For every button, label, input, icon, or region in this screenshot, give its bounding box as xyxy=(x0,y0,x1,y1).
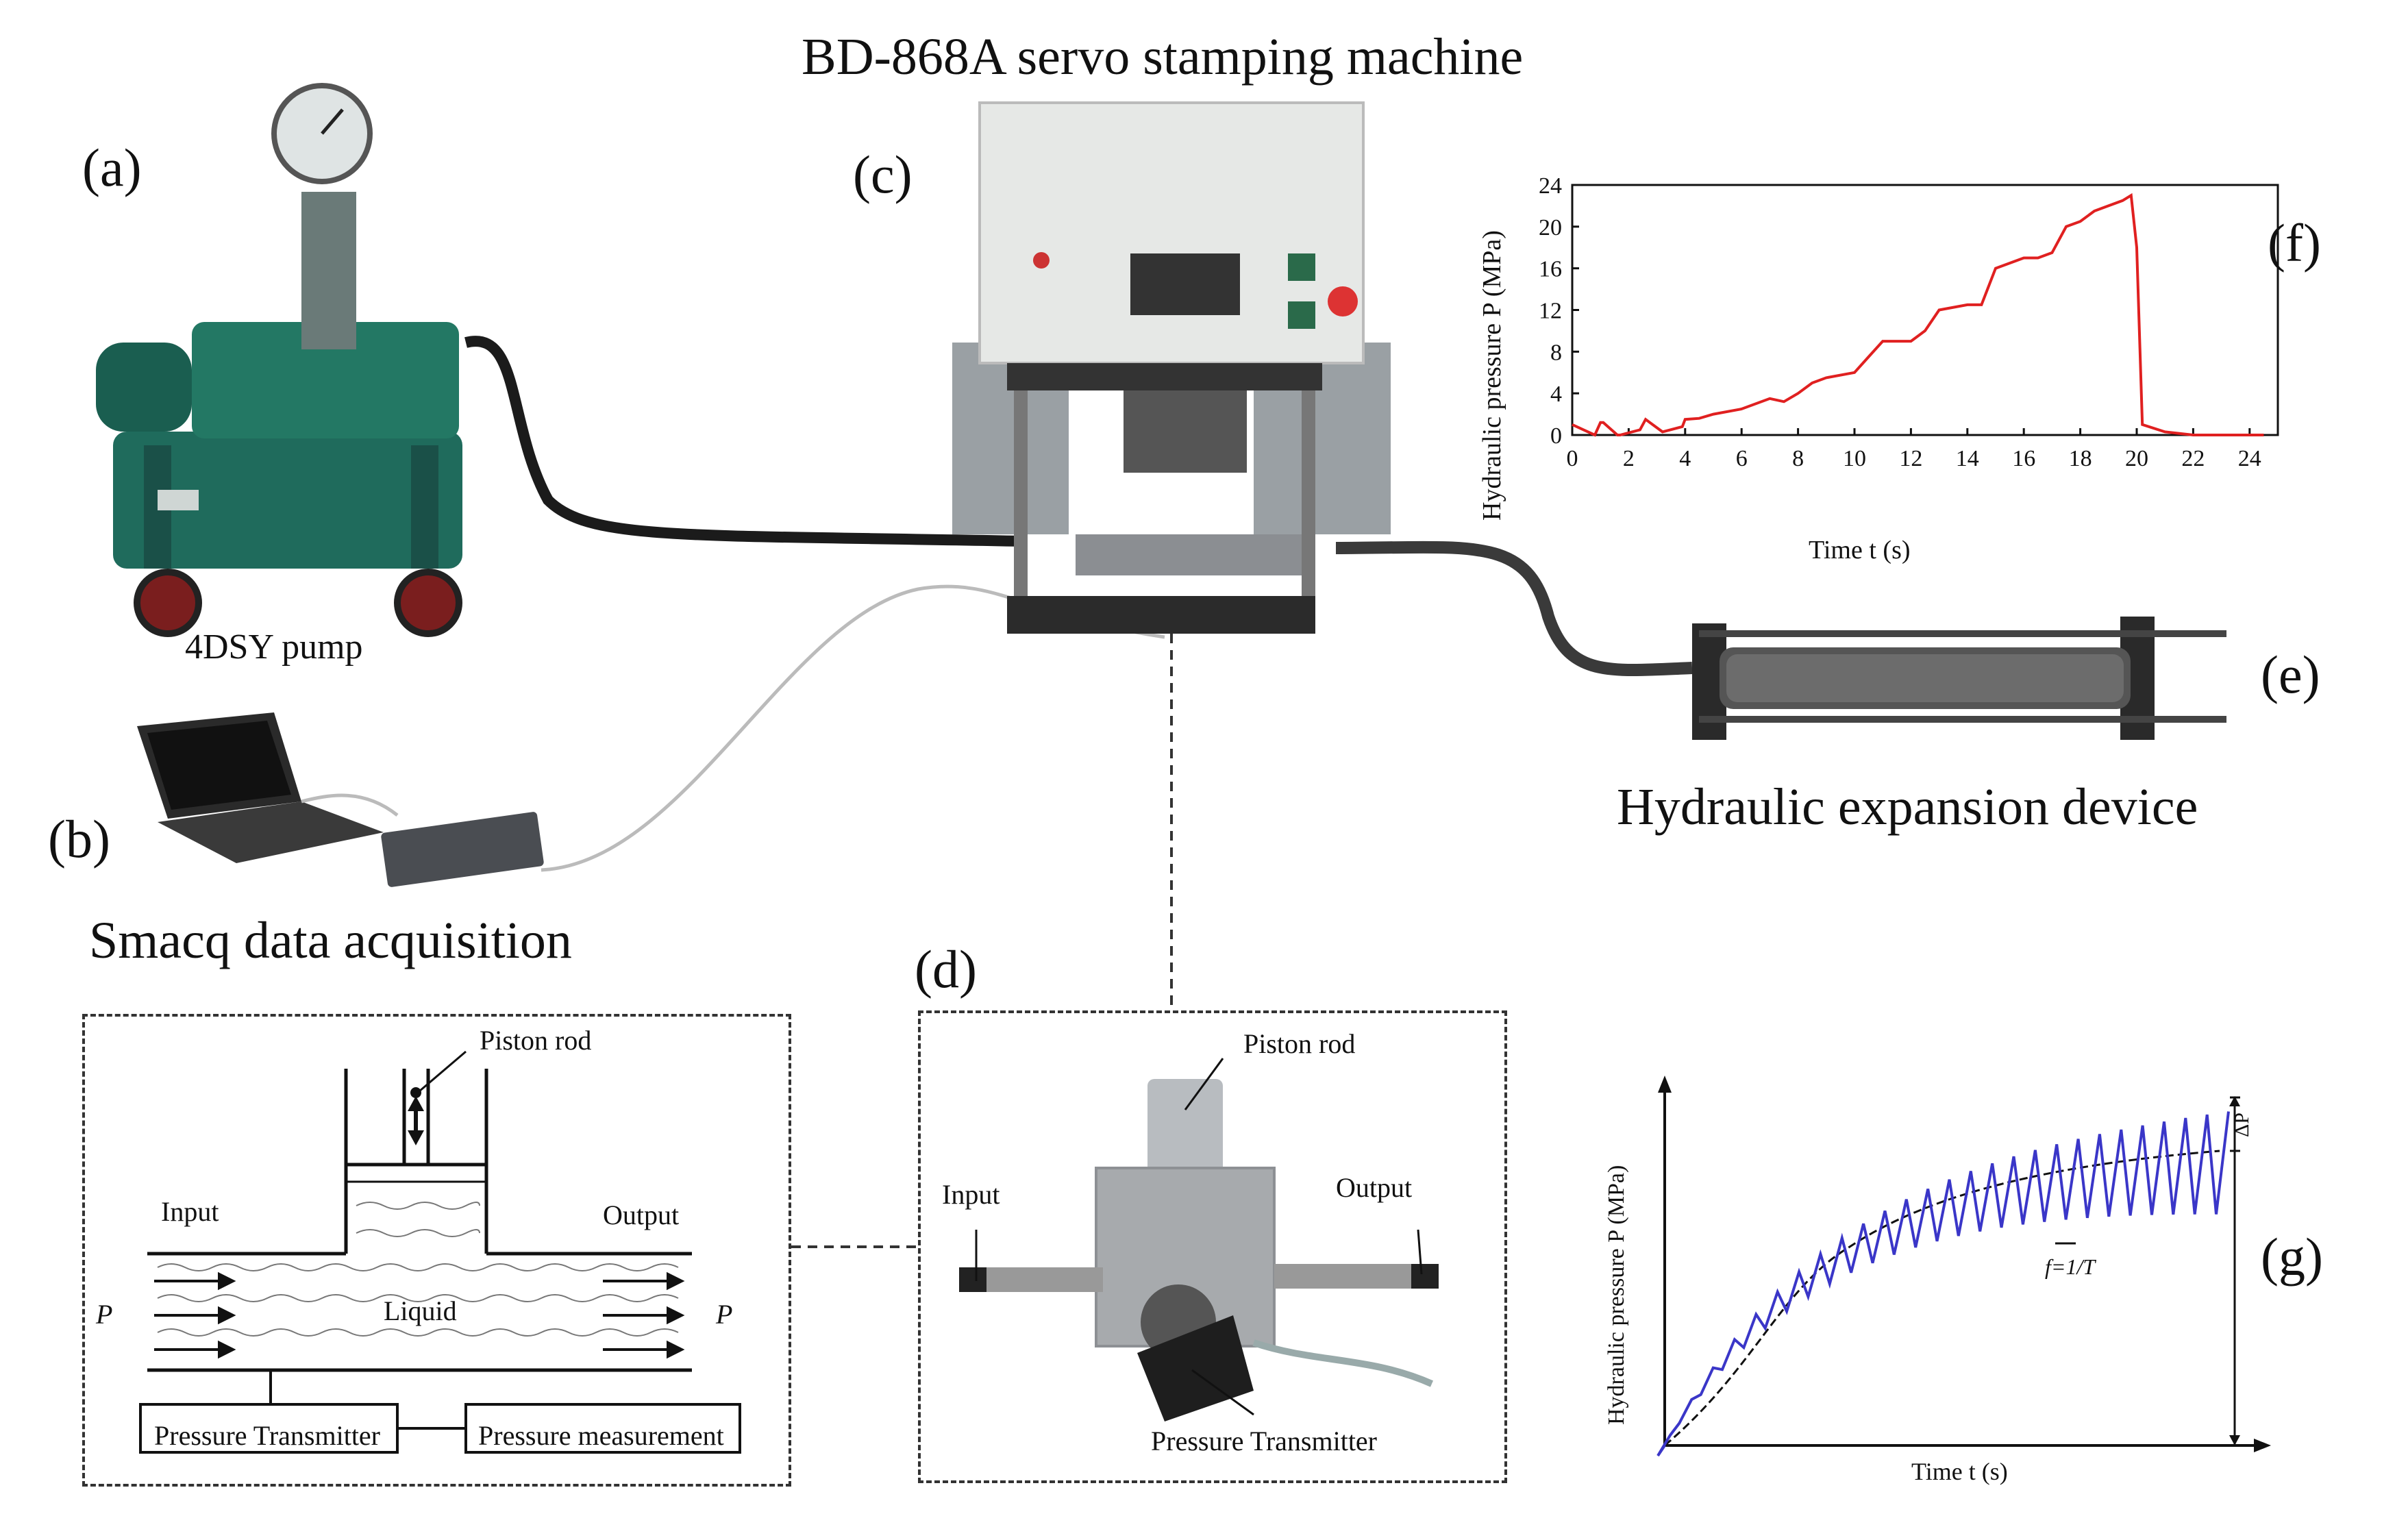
photo-input-label: Input xyxy=(942,1179,1000,1210)
pump-illustration xyxy=(96,83,462,637)
f-x-tick-label: 10 xyxy=(1843,446,1866,471)
schematic-piston-rod-label: Piston rod xyxy=(480,1025,592,1056)
f-x-tick-label: 0 xyxy=(1567,446,1578,471)
f-x-tick-label: 14 xyxy=(1956,446,1979,471)
f-x-tick-label: 2 xyxy=(1623,446,1635,471)
f-y-tick-label: 16 xyxy=(1539,257,1562,282)
f-y-tick-label: 12 xyxy=(1539,299,1562,324)
f-y-tick-label: 20 xyxy=(1539,215,1562,240)
schematic-pressure-measurement-label: Pressure measurement xyxy=(478,1420,724,1451)
g-frequency-label: f=1/T xyxy=(2045,1254,2096,1279)
photo-pressure-transmitter-label: Pressure Transmitter xyxy=(1151,1426,1377,1456)
f-x-tick-label: 22 xyxy=(2181,446,2205,471)
schematic-box xyxy=(82,1014,791,1487)
expansion-device-caption: Hydraulic expansion device xyxy=(1617,778,2198,836)
schematic-p-right-label: P xyxy=(716,1299,733,1330)
g-delta-p-label: ΔP xyxy=(2231,1113,2253,1137)
g-xlabel: Time t (s) xyxy=(1911,1458,2008,1485)
f-x-tick-label: 20 xyxy=(2125,446,2148,471)
schematic-output-label: Output xyxy=(603,1200,680,1230)
expansion-device-illustration xyxy=(1692,617,2226,740)
f-x-tick-label: 16 xyxy=(2012,446,2035,471)
schematic-liquid-label: Liquid xyxy=(384,1295,457,1326)
f-y-tick-label: 24 xyxy=(1539,173,1562,199)
panel-tag-d: (d) xyxy=(915,939,977,999)
schematic-pressure-transmitter-label: Pressure Transmitter xyxy=(154,1420,380,1451)
schematic-input-label: Input xyxy=(161,1196,219,1227)
transmitter-photo-box xyxy=(918,1010,1507,1483)
panel-tag-f: (f) xyxy=(2268,213,2321,273)
panel-tag-a: (a) xyxy=(82,138,142,197)
stamping-machine-illustration xyxy=(952,101,1391,634)
f-x-tick-label: 6 xyxy=(1736,446,1748,471)
f-xlabel: Time t (s) xyxy=(1809,536,1911,564)
laptop-illustration xyxy=(137,712,544,887)
g-oscillation-series xyxy=(1656,1111,2230,1457)
panel-tag-c: (c) xyxy=(853,145,913,204)
g-mean-curve xyxy=(1664,1150,2220,1447)
panel-tag-g: (g) xyxy=(2261,1227,2323,1287)
g-ylabel: Hydraulic pressure P (MPa) xyxy=(1604,1165,1629,1425)
panel-tag-b: (b) xyxy=(48,809,110,869)
f-y-tick-label: 4 xyxy=(1550,382,1562,407)
pump-caption: 4DSY pump xyxy=(185,628,363,667)
f-x-tick-label: 8 xyxy=(1792,446,1804,471)
f-x-tick-label: 12 xyxy=(1899,446,1922,471)
figure-title: BD-868A servo stamping machine xyxy=(802,28,1524,86)
f-ylabel: Hydraulic pressure P (MPa) xyxy=(1478,230,1506,521)
photo-piston-rod-label: Piston rod xyxy=(1243,1028,1356,1059)
f-y-tick-label: 0 xyxy=(1550,423,1562,449)
f-x-tick-label: 24 xyxy=(2238,446,2261,471)
f-x-tick-label: 18 xyxy=(2069,446,2092,471)
f-pressure-series xyxy=(1572,192,2264,437)
photo-output-label: Output xyxy=(1336,1172,1413,1203)
panel-tag-e: (e) xyxy=(2261,645,2320,704)
data-acquisition-caption: Smacq data acquisition xyxy=(89,912,572,969)
schematic-p-left-label: P xyxy=(96,1299,113,1330)
f-x-tick-label: 4 xyxy=(1679,446,1691,471)
f-y-tick-label: 8 xyxy=(1550,340,1562,365)
